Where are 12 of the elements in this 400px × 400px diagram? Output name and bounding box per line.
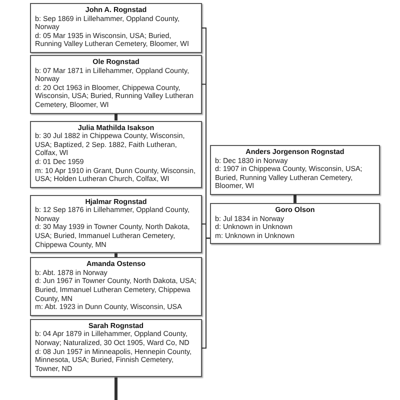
marriage-line [114,114,118,121]
marriage-line [114,377,118,400]
person-card [30,257,202,316]
person-card [210,145,380,195]
person-card [210,202,380,244]
person-card [30,194,202,254]
marriage-line [294,194,296,203]
person-card [30,120,202,188]
person-card [30,318,202,378]
person-card [30,54,202,114]
person-card [30,3,202,53]
family-connector [202,238,210,349]
